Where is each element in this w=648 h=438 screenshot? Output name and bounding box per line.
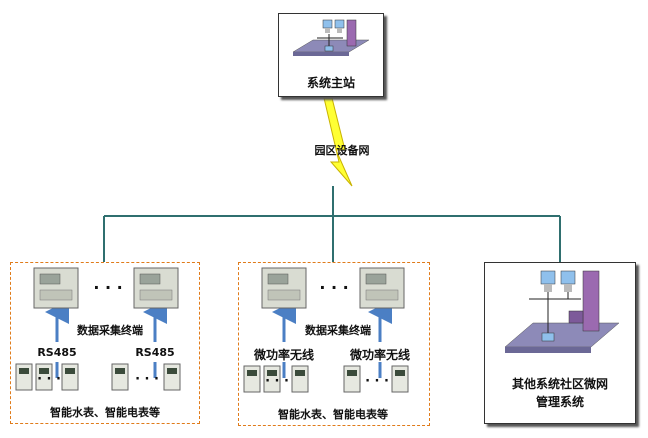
meter-icon: [15, 363, 33, 391]
ellipsis-meters-left-2: · · ·: [135, 372, 159, 387]
meter-icon: [391, 365, 409, 393]
wireless-link-lightning: [323, 97, 353, 187]
meter-icon: [61, 363, 79, 391]
left-meters-label: 智能水表、智能电表等: [50, 406, 160, 419]
terminal-icon: [133, 267, 179, 309]
network-computers-icon: [504, 270, 620, 353]
meter-icon: [343, 365, 361, 393]
terminal-icon: [33, 267, 79, 309]
network-label: 园区设备网: [314, 144, 370, 157]
ellipsis-terminals-left: · · ·: [93, 278, 123, 297]
main-station-label: 系统主站: [306, 76, 355, 90]
workstation-icon: [292, 19, 370, 56]
collection-group-left: [10, 262, 200, 424]
middle-link-label-1: 微功率无线: [253, 348, 314, 362]
left-link-label-1: RS485: [37, 346, 77, 359]
collection-group-middle: [238, 262, 430, 426]
meter-icon: [163, 363, 181, 391]
meter-icon: [35, 363, 53, 391]
left-link-label-2: RS485: [135, 346, 175, 359]
middle-terminal-label: 数据采集终端: [305, 324, 371, 337]
middle-link-label-2: 微功率无线: [349, 348, 410, 362]
ellipsis-terminals-middle: · · ·: [319, 278, 349, 297]
meter-icon: [243, 365, 261, 393]
meter-icon: [291, 365, 309, 393]
main-station-box: 系统主站: [278, 13, 384, 97]
middle-meters-label: 智能水表、智能电表等: [278, 408, 388, 421]
other-system-box: 其他系统社区微网 管理系统: [484, 262, 636, 424]
terminal-icon: [359, 267, 405, 309]
ellipsis-meters-middle-1: · · ·: [265, 374, 289, 389]
left-terminal-label: 数据采集终端: [77, 324, 143, 337]
ellipsis-meters-middle-2: · · ·: [365, 374, 389, 389]
other-system-label-line1: 其他系统社区微网: [511, 377, 608, 391]
terminal-icon: [261, 267, 307, 309]
meter-icon: [263, 365, 281, 393]
meter-icon: [111, 363, 129, 391]
ellipsis-meters-left-1: · · ·: [37, 372, 61, 387]
other-system-label-line2: 管理系统: [535, 395, 584, 409]
